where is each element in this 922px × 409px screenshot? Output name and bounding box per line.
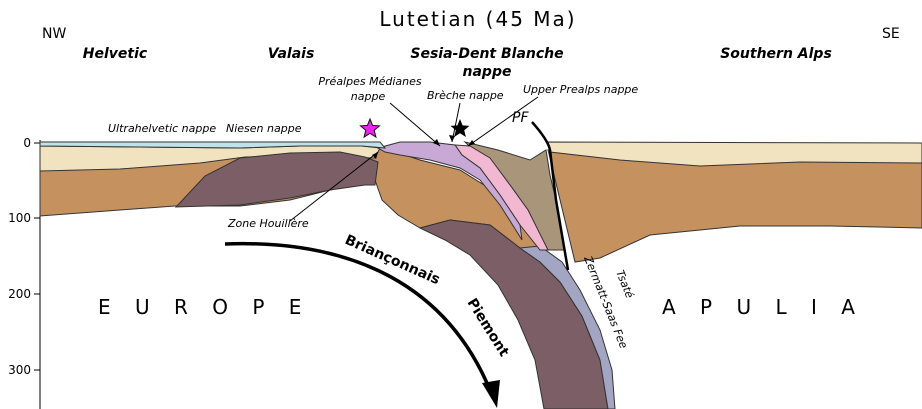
depth-tick-200: 200 [8, 287, 31, 301]
depth-tick-100: 100 [8, 211, 31, 225]
upper-prealps-label: Upper Prealps nappe [523, 83, 638, 96]
niesen-label: Niesen nappe [226, 122, 302, 135]
nw-label: NW [42, 26, 66, 42]
depth-tick-300: 300 [8, 363, 31, 377]
diagram-title: Lutetian (45 Ma) [379, 7, 576, 31]
prealpes-medianes-nappe-label: nappe [351, 90, 386, 103]
prealpes-medianes-label: Préalpes Médianes [318, 75, 421, 88]
tsate-label: Tsaté [613, 268, 636, 300]
domain-sesia-nappe: nappe [463, 64, 512, 80]
magenta-star-icon [361, 119, 380, 137]
zone-houillere-label: Zone Houillère [227, 217, 309, 230]
domain-valais: Valais [268, 46, 315, 62]
ultrahelvetic-label: Ultrahelvetic nappe [108, 122, 216, 135]
domain-helvetic: Helvetic [83, 46, 148, 62]
se-label: SE [882, 26, 900, 42]
domain-sesia: Sesia-Dent Blanche [410, 46, 563, 62]
subduction-arrowhead [482, 380, 500, 408]
breche-label: Brèche nappe [427, 89, 504, 102]
depth-axis: 0 100 200 300 [8, 136, 40, 409]
europe-label: E U R O P E [98, 295, 302, 319]
domain-southern-alps: Southern Alps [720, 46, 832, 62]
apulia-label: A P U L I A [662, 295, 856, 319]
apulia-crust [548, 150, 922, 262]
pf-label: PF [512, 110, 529, 126]
depth-tick-0: 0 [23, 136, 31, 150]
